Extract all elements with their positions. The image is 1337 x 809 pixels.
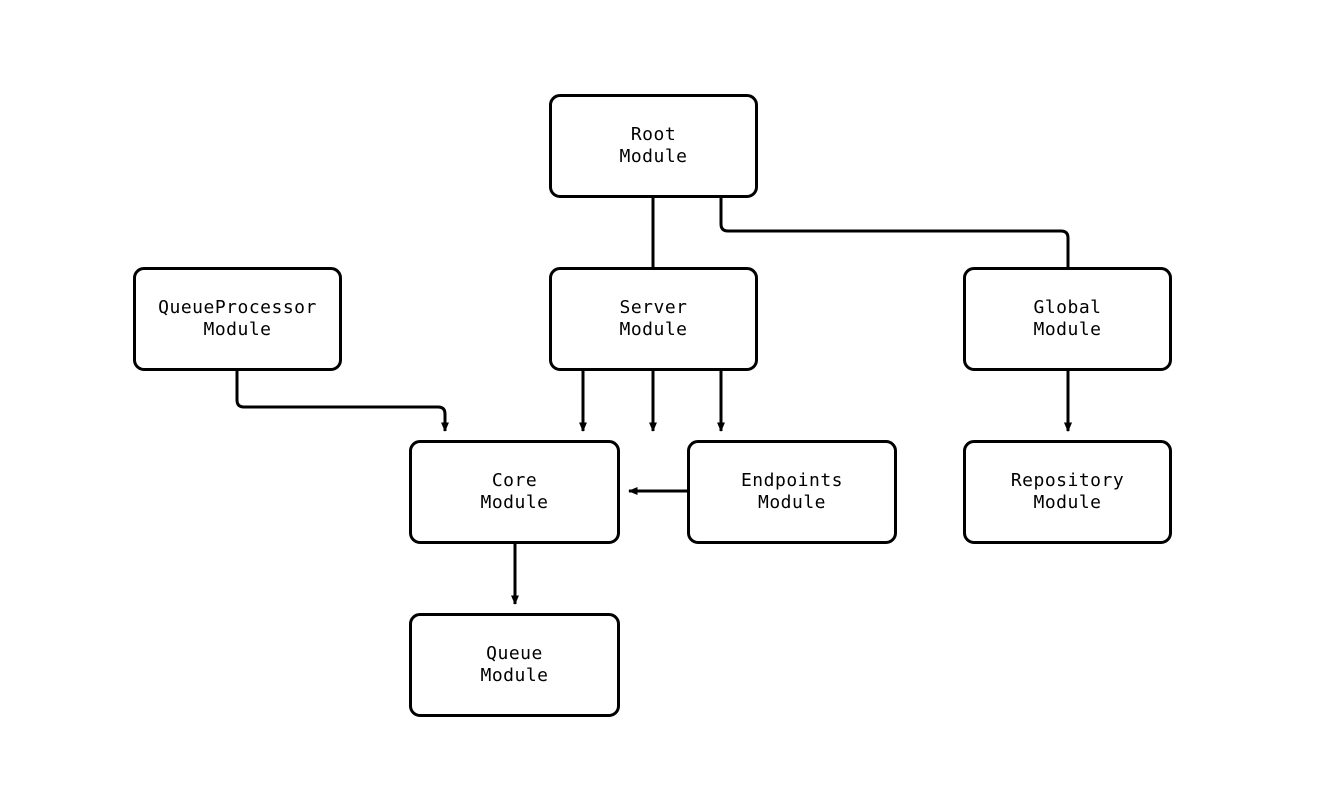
node-label-line2: Module — [619, 146, 688, 167]
node-queueprocessor-module[interactable]: QueueProcessor Module — [133, 267, 342, 371]
node-label-line2: Module — [757, 492, 827, 513]
edge-root-global — [719, 198, 1072, 432]
node-global-module[interactable]: Global Module — [963, 267, 1172, 371]
node-label-line2: Module — [203, 319, 272, 340]
node-queue-module[interactable]: Queue Module — [409, 613, 620, 717]
node-endpoints-module[interactable]: Endpoints Module — [687, 440, 897, 544]
node-label-line1: Repository — [1010, 470, 1125, 491]
node-label-line1: Core — [491, 470, 538, 491]
node-label-line1: QueueProcessor — [158, 297, 317, 318]
node-label-line1: Endpoints — [740, 470, 844, 491]
node-label-line2: Module — [619, 319, 688, 340]
node-repository-module[interactable]: Repository Module — [963, 440, 1172, 544]
node-label-line2: Module — [480, 492, 549, 513]
edge-queueprocessor-core — [235, 371, 449, 432]
node-label-line2: Module — [1033, 492, 1102, 513]
node-label-line1: Root — [630, 124, 677, 145]
node-label-line1: Server — [619, 297, 688, 318]
node-label-line1: Queue — [486, 643, 543, 664]
node-label-line2: Module — [1033, 319, 1102, 340]
node-root-module[interactable]: Root Module — [549, 94, 758, 198]
node-label-line1: Global — [1033, 297, 1102, 318]
node-server-module[interactable]: Server Module — [549, 267, 758, 371]
node-label-line2: Module — [480, 665, 549, 686]
node-core-module[interactable]: Core Module — [409, 440, 620, 544]
